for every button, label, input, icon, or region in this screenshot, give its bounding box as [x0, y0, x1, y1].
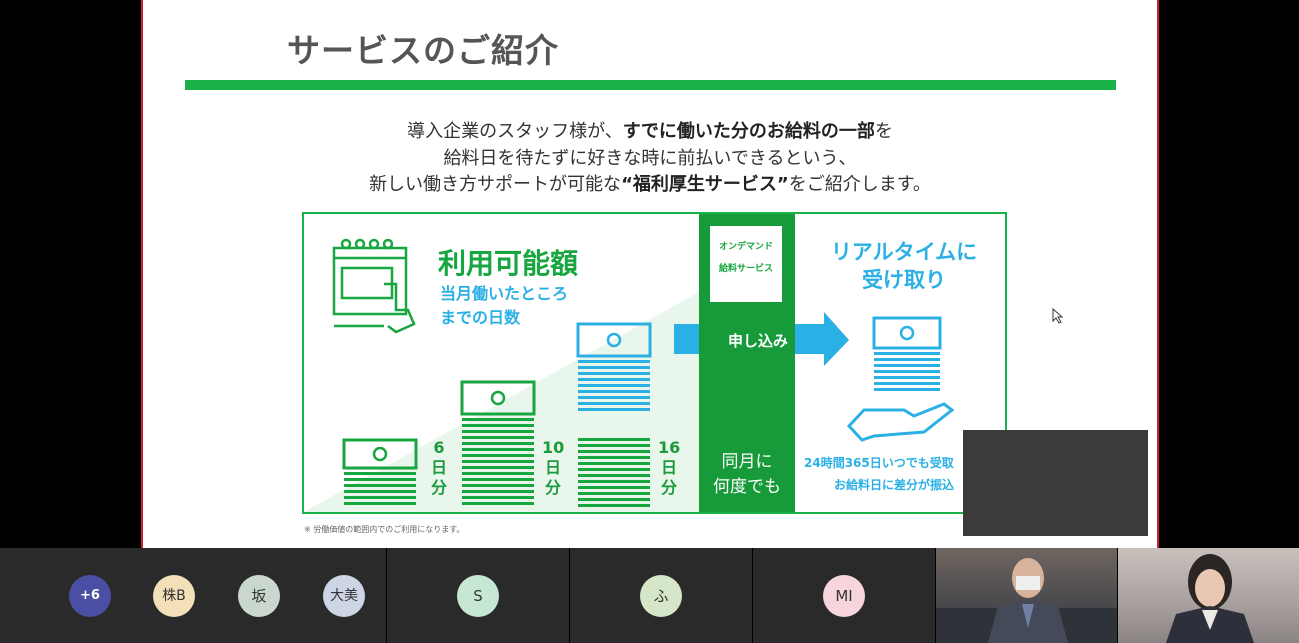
participant-tile-mi[interactable]: MI	[753, 548, 935, 643]
apply-label: 申し込み	[727, 332, 788, 350]
participant-strip: +6 株B 坂 大美 S ふ MI	[0, 548, 1299, 643]
intro-line-2: 給料日を待たずに好きな時に前払いできるという、	[443, 148, 857, 169]
footnote: ※ 労働価値の範囲内でのご利用になります。	[304, 525, 465, 534]
hand-icon	[846, 402, 955, 442]
realtime-title: リアルタイムに受け取り	[830, 240, 978, 292]
person-silhouette-icon	[1166, 554, 1254, 643]
participant-group-tile[interactable]: +6 株B 坂 大美	[0, 548, 386, 643]
participant-avatar-fu[interactable]: ふ	[640, 575, 682, 617]
bill-stack-10	[460, 380, 536, 505]
slide-title: サービスのご紹介	[287, 31, 559, 70]
participant-video-1[interactable]	[936, 548, 1117, 643]
participant-video-2[interactable]	[1118, 548, 1299, 643]
available-amount-subtitle: 当月働いたところまでの日数	[440, 284, 569, 327]
available-amount-title: 利用可能額	[438, 247, 579, 280]
bill-stack-16	[576, 322, 652, 507]
shared-slide: サービスのご紹介 導入企業のスタッフ様が、すでに働いた分のお給料の一部を 給料日…	[141, 0, 1159, 548]
participant-tile-s[interactable]: S	[387, 548, 569, 643]
realtime-bill-stack	[872, 316, 942, 391]
participant-avatar-kabu[interactable]: 株B	[153, 575, 195, 617]
participant-tile-fu[interactable]: ふ	[570, 548, 752, 643]
ondemand-card: オンデマンド給料サービス	[710, 226, 782, 302]
calendar-icon	[332, 238, 416, 334]
title-underline	[185, 80, 1116, 90]
participant-avatar-dai[interactable]: 大美	[323, 575, 365, 617]
intro-line-3: 新しい働き方サポートが可能な“福利厚生サービス”をご紹介します。	[369, 174, 931, 195]
realtime-note-1: 24時間365日いつでも受取	[804, 456, 954, 470]
participant-avatar-mi[interactable]: MI	[823, 575, 865, 617]
realtime-note-2: お給料日に差分が振込	[834, 478, 955, 492]
participant-avatar-saka[interactable]: 坂	[238, 575, 280, 617]
self-view-video[interactable]	[963, 430, 1148, 536]
bill-stack-6	[342, 438, 418, 505]
participant-avatar-s[interactable]: S	[457, 575, 499, 617]
repeat-text: 同月に何度でも	[713, 452, 781, 497]
intro-line-1: 導入企業のスタッフ様が、すでに働いた分のお給料の一部を	[407, 121, 893, 142]
more-participants-avatar[interactable]: +6	[69, 575, 111, 617]
mouse-cursor-icon	[1052, 308, 1064, 324]
person-silhouette-icon	[936, 558, 1117, 643]
